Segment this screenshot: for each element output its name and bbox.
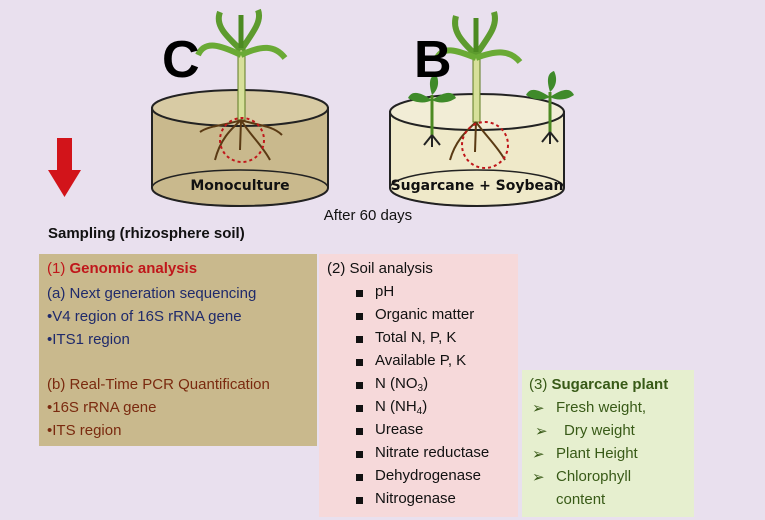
soil-heading: (2) Soil analysis — [327, 260, 433, 277]
chevron-right-icon: ➢ — [532, 446, 545, 463]
list-item: Organic matter — [375, 306, 475, 323]
down-arrow-icon — [48, 138, 81, 197]
list-item: Dry weight — [564, 422, 635, 439]
sampling-label: Sampling (rhizosphere soil) — [48, 225, 245, 242]
soil-analysis-box: (2) Soil analysis pH Organic matter Tota… — [319, 254, 518, 517]
bullet-icon — [356, 336, 363, 343]
list-item: Dehydrogenase — [375, 467, 481, 484]
left-pot-label: Monoculture — [190, 178, 289, 194]
list-item: Urease — [375, 421, 424, 438]
genomic-heading: (1) Genomic analysis — [47, 260, 198, 277]
soybean-plant-icon — [408, 74, 456, 147]
soybean-plant-icon — [526, 71, 574, 144]
right-pot-label: Sugarcane + Soybean — [391, 178, 564, 194]
chevron-right-icon: ➢ — [532, 400, 545, 417]
left-pot-letter: C — [162, 31, 200, 89]
plant-heading: (3) Sugarcane plant — [529, 376, 669, 393]
list-item: •16S rRNA gene — [47, 399, 157, 416]
ngs-subheading: (a) Next generation sequencing — [47, 285, 257, 302]
list-item: •ITS region — [47, 422, 122, 439]
after-days-label: After 60 days — [324, 207, 412, 224]
list-item: N (NO3) — [375, 375, 429, 394]
sugarcane-plant-box: (3) Sugarcane plant ➢ Fresh weight, ➢ Dr… — [522, 370, 694, 517]
list-item: Total N, P, K — [375, 329, 457, 346]
list-item: •ITS1 region — [47, 331, 130, 348]
list-item: Plant Height — [556, 445, 638, 462]
list-item: Fresh weight, — [556, 399, 647, 416]
genomic-analysis-box: (1) Genomic analysis (a) Next generation… — [39, 254, 317, 446]
chevron-right-icon: ➢ — [532, 469, 545, 486]
right-pot-letter: B — [414, 31, 452, 89]
list-item: Chlorophyll — [556, 468, 632, 485]
list-item: Nitrogenase — [375, 490, 456, 507]
pcr-subheading: (b) Real-Time PCR Quantification — [47, 376, 270, 393]
chevron-right-icon: ➢ — [535, 423, 548, 440]
list-item: N (NH4) — [375, 398, 428, 417]
list-item: •V4 region of 16S rRNA gene — [47, 308, 242, 325]
bullet-icon — [356, 497, 363, 504]
bullet-icon — [356, 382, 363, 389]
bullet-icon — [356, 474, 363, 481]
bullet-icon — [356, 359, 363, 366]
list-item: Available P, K — [375, 352, 467, 369]
bullet-icon — [356, 313, 363, 320]
bullet-icon — [356, 428, 363, 435]
sugarcane-plant-icon — [433, 11, 523, 169]
sugarcane-plant-icon — [195, 8, 288, 163]
list-item: content — [556, 491, 606, 508]
bullet-icon — [356, 405, 363, 412]
list-item: Nitrate reductase — [375, 444, 490, 461]
list-item: pH — [375, 283, 395, 300]
bullet-icon — [356, 451, 363, 458]
bullet-icon — [356, 290, 363, 297]
